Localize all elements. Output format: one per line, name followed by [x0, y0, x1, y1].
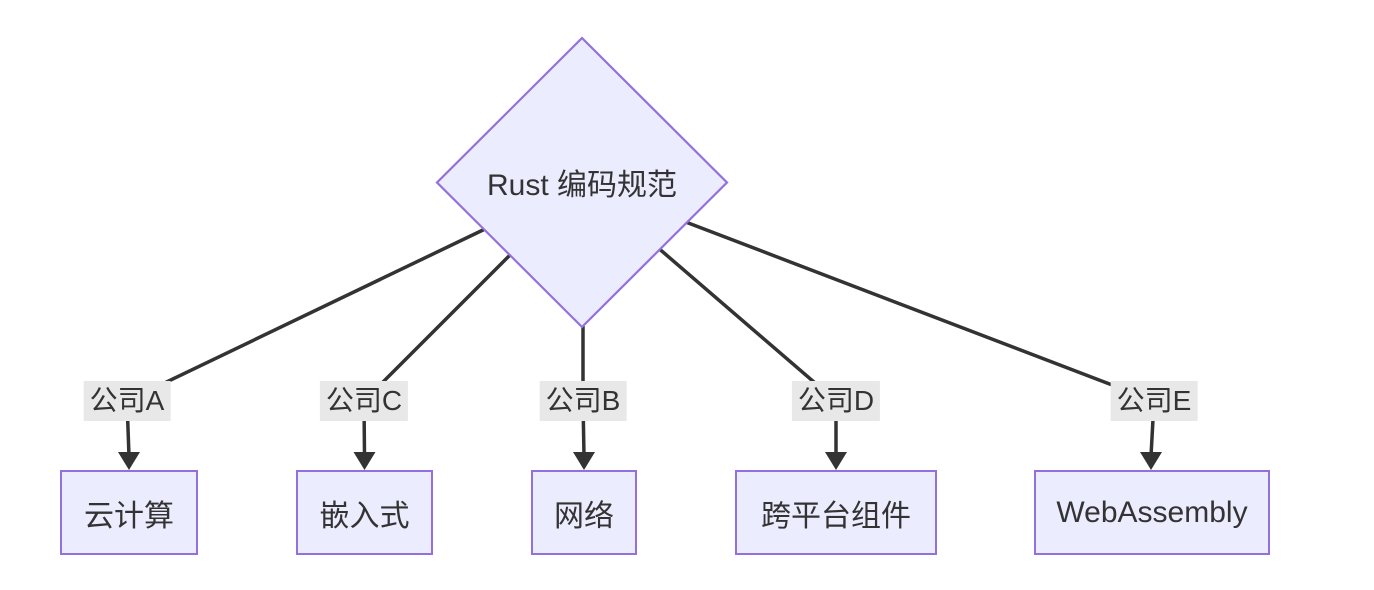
diamond-shape: [435, 36, 729, 329]
edge-line-company-a: [125, 227, 485, 457]
edge-label-company-c: 公司C: [319, 381, 409, 421]
node-network: 网络: [531, 470, 637, 555]
edge-arrowhead: [353, 452, 376, 470]
edge-label-company-a: 公司A: [83, 381, 171, 421]
node-webassembly: WebAssembly: [1034, 470, 1270, 555]
edge-line-company-c: [362, 253, 512, 457]
node-cross-platform-components: 跨平台组件: [735, 470, 937, 555]
edge-arrowhead: [1140, 452, 1162, 470]
edge-label-company-e: 公司E: [1110, 381, 1198, 421]
node-embedded: 嵌入式: [296, 470, 433, 555]
decision-node-label: Rust 编码规范: [486, 169, 678, 202]
edge-label-company-d: 公司D: [791, 381, 881, 421]
edge-arrowhead: [118, 452, 140, 470]
edge-line-company-d: [658, 248, 838, 456]
edge-line-company-e: [686, 220, 1156, 457]
edge-label-company-b: 公司B: [539, 381, 627, 421]
node-cloud-computing: 云计算: [60, 470, 198, 555]
edge-arrowhead: [825, 452, 847, 470]
edge-arrowhead: [573, 452, 595, 470]
